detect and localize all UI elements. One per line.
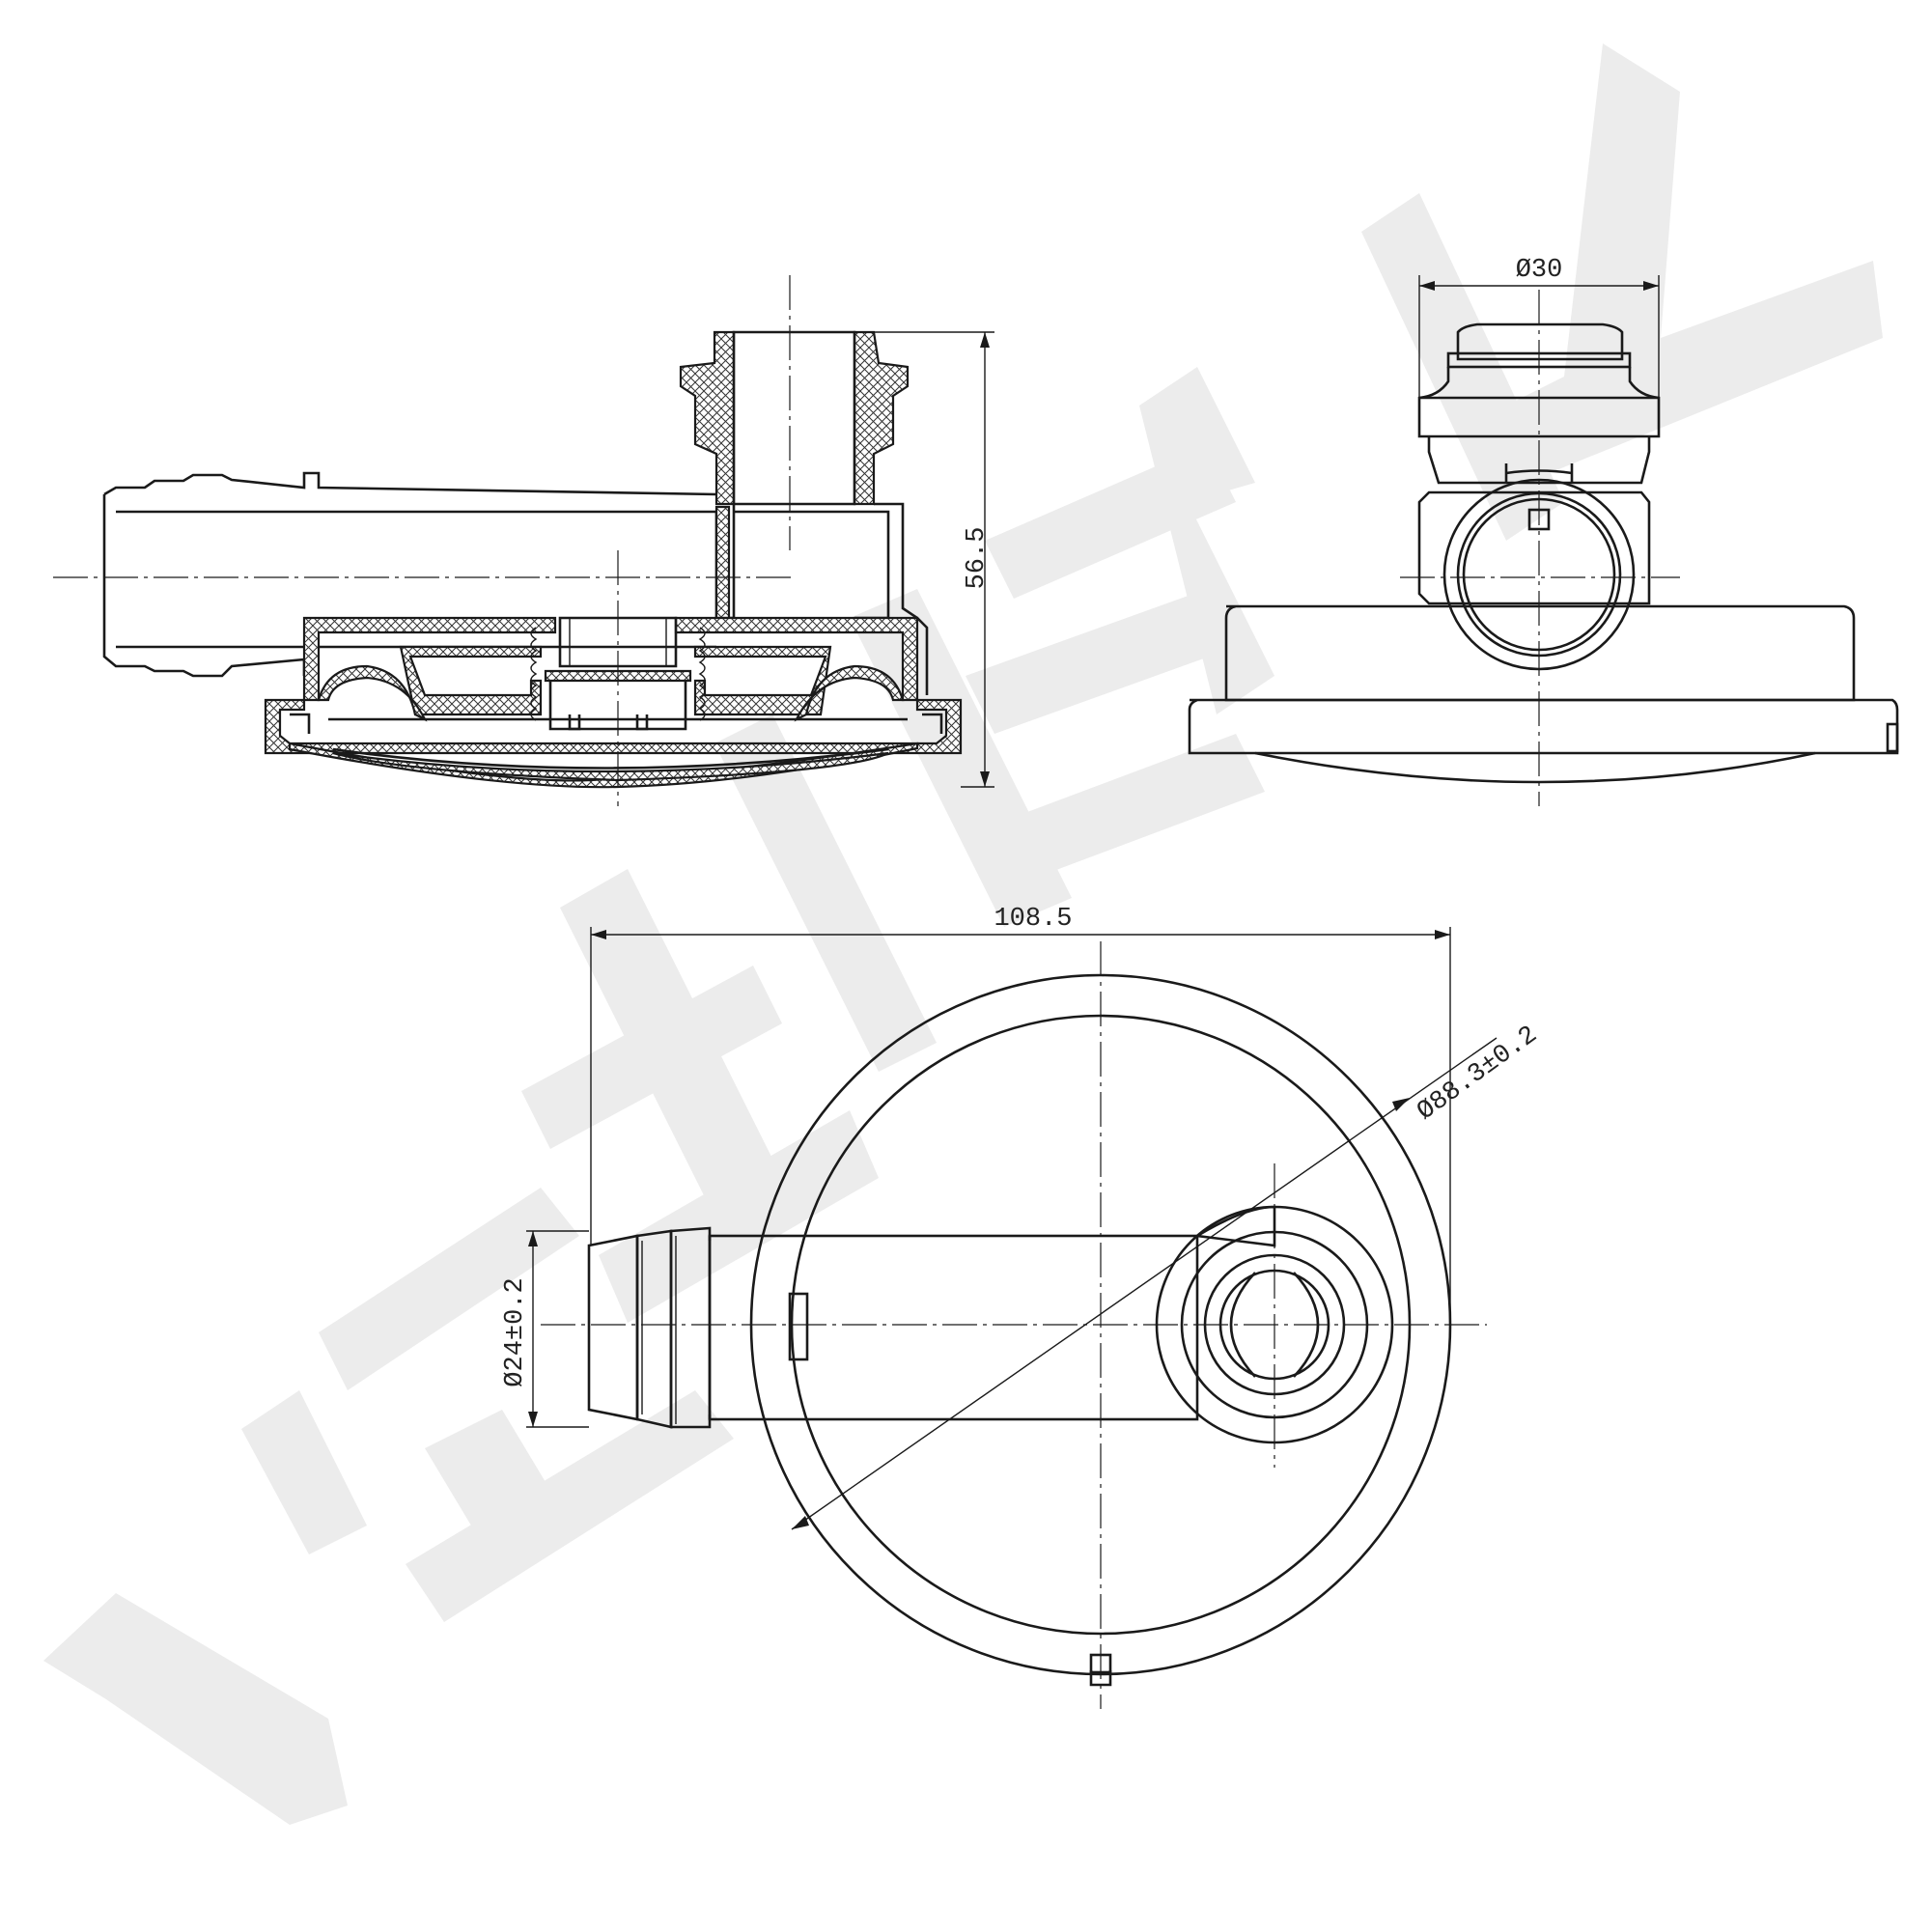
brand-watermark xyxy=(43,43,1883,1825)
outer-diameter-dimension: Ø88.3±0.2 xyxy=(1413,1021,1544,1127)
section-view: 56.5 xyxy=(53,275,994,806)
inlet-diameter-dimension: Ø24±0.2 xyxy=(501,1277,530,1386)
top-diameter-dimension: Ø30 xyxy=(1516,256,1563,285)
spring-left xyxy=(530,627,538,721)
height-dimension: 56.5 xyxy=(963,527,992,590)
overall-width-dimension: 108.5 xyxy=(994,905,1072,934)
side-view: Ø30 xyxy=(1188,256,1899,806)
spring-right xyxy=(698,627,706,721)
